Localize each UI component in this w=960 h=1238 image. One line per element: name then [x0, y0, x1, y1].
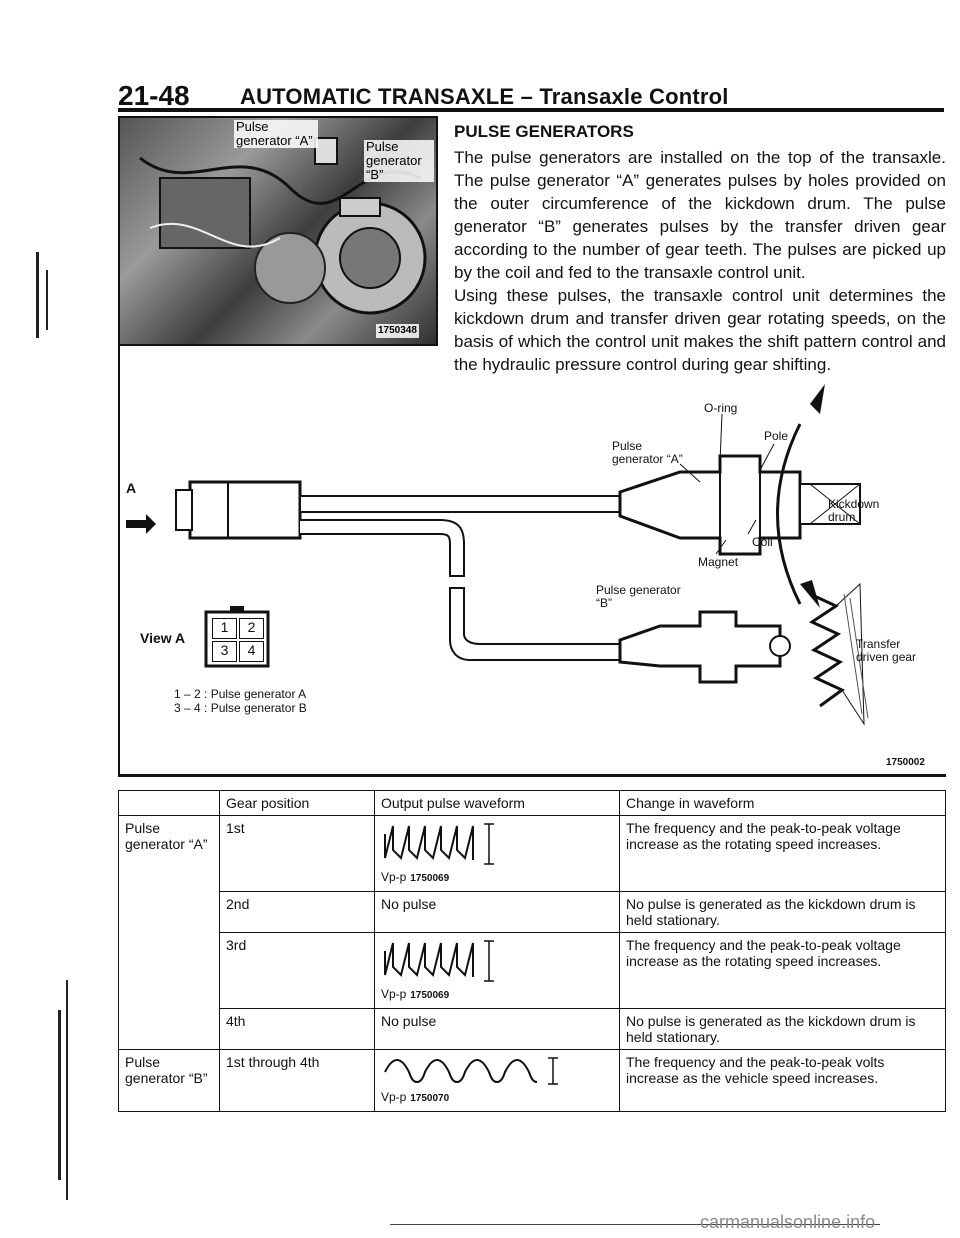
waveform-cell: No pulse [374, 1008, 620, 1050]
connector-pin-grid: 1 2 3 4 [212, 618, 264, 662]
legend-desc: : Pulse generator A [204, 687, 307, 701]
section-title: PULSE GENERATORS [454, 122, 634, 141]
view-a-label: View A [140, 630, 186, 646]
waveform-cell: Vp-p 1750069 [374, 815, 620, 892]
table-row: 3rd Vp-p 1750069 The frequency and the p… [119, 932, 946, 1009]
label-pole: Pole [764, 429, 789, 443]
figure-code: 1750069 [410, 990, 450, 1001]
table-row: 4th No pulse No pulse is generated as th… [119, 1008, 946, 1050]
table-header: Gear position [219, 790, 375, 816]
vpp-label: Vp-p [381, 987, 407, 1001]
legend-row-2: 3 – 4 : Pulse generator B [174, 702, 307, 715]
legend-pins: 1 – 2 [174, 687, 201, 701]
kickdown-drum [776, 423, 802, 605]
table-row: Pulse generator “B” 1st through 4th Vp-p… [118, 1049, 946, 1112]
table-header: Output pulse waveform [374, 790, 620, 816]
photo-label-pg-b: Pulse generator “B” [364, 140, 434, 182]
gear-cell: 1st through 4th [219, 1049, 375, 1112]
table-header: Change in waveform [619, 790, 946, 816]
scan-mark [66, 980, 68, 1200]
label-transfer-driven-gear: Transfer driven gear [856, 637, 917, 664]
diagram-code: 1750002 [886, 757, 925, 768]
photo-label-pg-a: Pulse generator “A” [234, 120, 318, 148]
label-oring: O-ring [704, 401, 738, 415]
change-cell: The frequency and the peak-to-peak volts… [619, 1049, 946, 1112]
table-header-row: Gear position Output pulse waveform Chan… [118, 790, 946, 816]
pin-2: 2 [239, 618, 264, 639]
change-cell: The frequency and the peak-to-peak volta… [619, 815, 946, 892]
header-rule [118, 108, 944, 112]
change-cell: No pulse is generated as the kickdown dr… [619, 891, 946, 933]
table-row: 2nd No pulse No pulse is generated as th… [119, 891, 946, 933]
waveform-cell: Vp-p 1750070 [374, 1049, 620, 1112]
waveform-table: Gear position Output pulse waveform Chan… [118, 790, 946, 1112]
pulse-generator-a-body [618, 454, 802, 556]
scan-mark [36, 252, 39, 338]
square-pulse-waveform [384, 940, 494, 982]
change-cell: No pulse is generated as the kickdown dr… [619, 1008, 946, 1050]
page-number: 21-48 [118, 80, 190, 111]
gear-cell: 4th [219, 1008, 375, 1050]
group-name: Pulse generator “B” [118, 1049, 220, 1112]
gear-cell: 2nd [219, 891, 375, 933]
pin-1: 1 [212, 618, 237, 639]
figure-code: 1750069 [410, 873, 450, 884]
legend-pins: 3 – 4 [174, 701, 201, 715]
section-body: The pulse generators are installed on th… [454, 146, 946, 376]
connector-face [204, 610, 270, 668]
change-cell: The frequency and the peak-to-peak volta… [619, 932, 946, 1009]
label-coil: Coil [752, 535, 773, 549]
legend-row-1: 1 – 2 : Pulse generator A [174, 688, 306, 701]
scan-mark [46, 270, 48, 330]
sine-waveform [384, 1057, 558, 1085]
connector-body [188, 480, 302, 540]
pin-3: 3 [212, 641, 237, 662]
legend-desc: : Pulse generator B [204, 701, 307, 715]
table-row: Pulse generator “A” 1st Vp-p 1750069 The… [118, 815, 946, 1050]
transaxle-photo: Pulse generator “A” Pulse generator “B” … [118, 116, 438, 346]
paragraph-1: The pulse generators are installed on th… [454, 148, 946, 282]
table-header [118, 790, 220, 816]
label-magnet: Magnet [698, 555, 739, 569]
watermark-text: carmanualsonline.info [700, 1212, 876, 1232]
gear-cell: 1st [219, 815, 375, 892]
paragraph-2: Using these pulses, the transaxle contro… [454, 286, 946, 374]
square-pulse-waveform [384, 823, 494, 865]
scan-mark [58, 1010, 61, 1180]
gear-cell: 3rd [219, 932, 375, 1009]
engine-photo-illustration [139, 137, 427, 315]
view-letter: A [126, 480, 137, 496]
waveform-cell: No pulse [374, 891, 620, 933]
footer-line [390, 1224, 880, 1225]
page-title: AUTOMATIC TRANSAXLE – Transaxle Control [240, 84, 729, 109]
pulse-generator-diagram: A View A 1 2 3 4 1 – 2 : Pulse generator… [118, 344, 946, 777]
waveform-cell: Vp-p 1750069 [374, 932, 620, 1009]
label-kickdown-drum: Kickdown drum [828, 497, 880, 524]
vpp-label: Vp-p [381, 870, 407, 884]
pulse-generator-b-body [618, 610, 782, 684]
figure-code: 1750070 [410, 1093, 450, 1104]
label-pg-b: Pulse generator “B” [596, 583, 681, 610]
label-pg-a: Pulse generator “A” [612, 439, 683, 466]
view-arrow-icon [126, 514, 156, 534]
diagram-drawing [126, 384, 869, 726]
group-name: Pulse generator “A” [118, 815, 220, 1050]
transfer-driven-gear [808, 592, 845, 708]
vpp-label: Vp-p [381, 1090, 407, 1104]
photo-code: 1750348 [376, 324, 419, 338]
pin-4: 4 [239, 641, 264, 662]
